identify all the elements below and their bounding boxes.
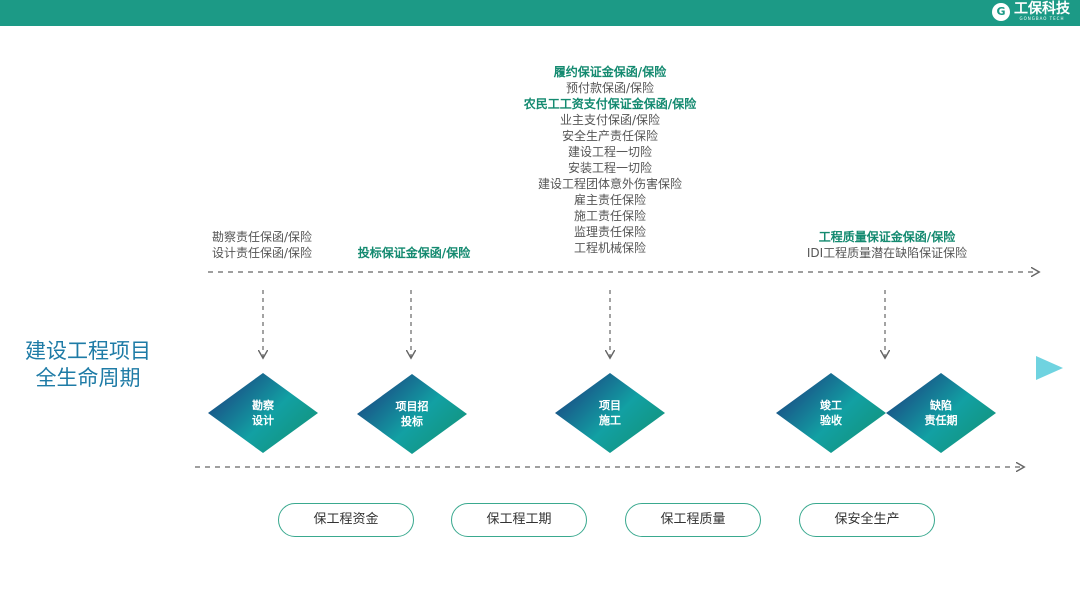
stage-label: 竣工 xyxy=(820,399,842,412)
title-line: 全生命周期 xyxy=(35,366,141,390)
logo: G 工保科技 GONGBAO TECH xyxy=(992,2,1070,21)
goal-quality: 保工程质量 xyxy=(625,503,761,537)
insurance-item: IDI工程质量潜在缺陷保证保险 xyxy=(806,246,968,260)
stage-label: 项目 xyxy=(599,399,621,412)
header-bar: G 工保科技 GONGBAO TECH xyxy=(0,0,1080,26)
insurance-item: 建设工程一切险 xyxy=(567,145,653,159)
design-insurance: 勘察责任保函/保险 设计责任保函/保险 xyxy=(212,229,312,261)
stage-label: 勘察 xyxy=(252,399,274,412)
insurance-item: 施工责任保险 xyxy=(573,209,647,223)
insurance-item: 业主支付保函/保险 xyxy=(559,113,661,127)
insurance-item: 工程质量保证金保函/保险 xyxy=(818,230,956,244)
stage-label: 缺陷 xyxy=(930,399,952,412)
insurance-item: 工程机械保险 xyxy=(573,241,647,255)
insurance-item: 勘察责任保函/保险 xyxy=(211,230,313,244)
logo-icon: G xyxy=(992,2,1010,21)
insurance-item: 安装工程一切险 xyxy=(567,161,653,175)
bidding-insurance: 投标保证金保函/保险 xyxy=(357,246,471,260)
insurance-item: 预付款保函/保险 xyxy=(565,81,655,95)
stage-label: 施工 xyxy=(599,414,621,427)
stage-label: 项目招 xyxy=(395,400,429,413)
construction-insurance: 履约保证金保函/保险 预付款保函/保险 农民工工资支付保证金保函/保险 业主支付… xyxy=(524,64,696,256)
defect-insurance: 工程质量保证金保函/保险 IDI工程质量潜在缺陷保证保险 xyxy=(807,229,967,261)
goal-funds: 保工程资金 xyxy=(278,503,414,537)
stage-label: 设计 xyxy=(252,414,274,427)
goal-safety: 保安全生产 xyxy=(799,503,935,537)
insurance-item: 履约保证金保函/保险 xyxy=(553,65,667,79)
insurance-item: 设计责任保函/保险 xyxy=(211,246,313,260)
stage-label: 责任期 xyxy=(924,414,958,427)
title-line: 建设工程项目 xyxy=(25,339,151,363)
insurance-item: 安全生产责任保险 xyxy=(561,129,659,143)
page-title: 建设工程项目 全生命周期 xyxy=(18,338,158,392)
insurance-item: 农民工工资支付保证金保函/保险 xyxy=(523,97,697,111)
insurance-item: 建设工程团体意外伤害保险 xyxy=(537,177,683,191)
logo-sub: GONGBAO TECH xyxy=(1019,16,1065,21)
goal-schedule: 保工程工期 xyxy=(451,503,587,537)
logo-text: 工保科技 xyxy=(1014,1,1070,17)
insurance-item: 监理责任保险 xyxy=(573,225,647,239)
insurance-item: 雇主责任保险 xyxy=(573,193,647,207)
stage-label: 验收 xyxy=(820,414,842,427)
stage-label: 投标 xyxy=(401,415,423,428)
